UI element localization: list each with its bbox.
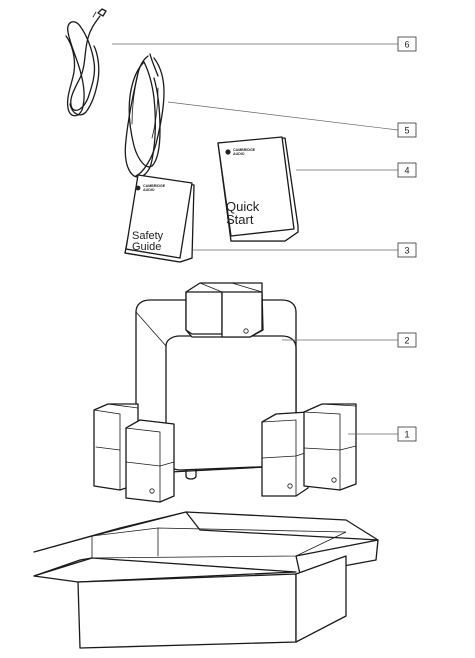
quick-start-brand-line2: AUDIO [233, 152, 245, 156]
satellite-speaker-icon [261, 411, 309, 497]
safety-brand-line2: AUDIO [143, 188, 155, 192]
satellite-speaker-icon [185, 282, 264, 338]
callout-6-label: 6 [404, 40, 409, 50]
cambridge-audio-logo-icon [225, 149, 231, 155]
speaker-cable-icon [124, 53, 165, 178]
satellite-speaker-icon [303, 403, 357, 491]
safety-guide: CAMBRIDGE AUDIO Safety Guide [124, 174, 195, 263]
safety-brand-line1: CAMBRIDGE [143, 184, 166, 188]
callout-1-label: 1 [404, 430, 409, 440]
satellite-speaker-icon [125, 419, 175, 503]
cambridge-audio-logo-icon [135, 185, 141, 191]
quick-start-brand-line1: CAMBRIDGE [233, 148, 256, 152]
callout-4-label: 4 [404, 166, 409, 176]
audio-cable-icon [65, 8, 107, 117]
safety-title-line1: Safety [132, 230, 164, 242]
callout-1: 1 [348, 426, 417, 442]
shipping-box-icon [33, 511, 379, 649]
callout-2: 2 [282, 332, 417, 348]
quick-start-guide: CAMBRIDGE AUDIO Quick Start [217, 136, 299, 242]
callout-3-label: 3 [404, 246, 409, 256]
callout-5-label: 5 [404, 126, 409, 136]
quick-start-title-line1: Quick [226, 199, 260, 214]
callout-5: 5 [167, 101, 417, 138]
callout-2-label: 2 [404, 336, 409, 346]
quick-start-title-line2: Start [226, 212, 254, 227]
safety-title-line2: Guide [132, 241, 161, 253]
callout-6: 6 [112, 36, 417, 52]
callout-3: 3 [193, 242, 417, 258]
callout-4: 4 [296, 162, 417, 178]
